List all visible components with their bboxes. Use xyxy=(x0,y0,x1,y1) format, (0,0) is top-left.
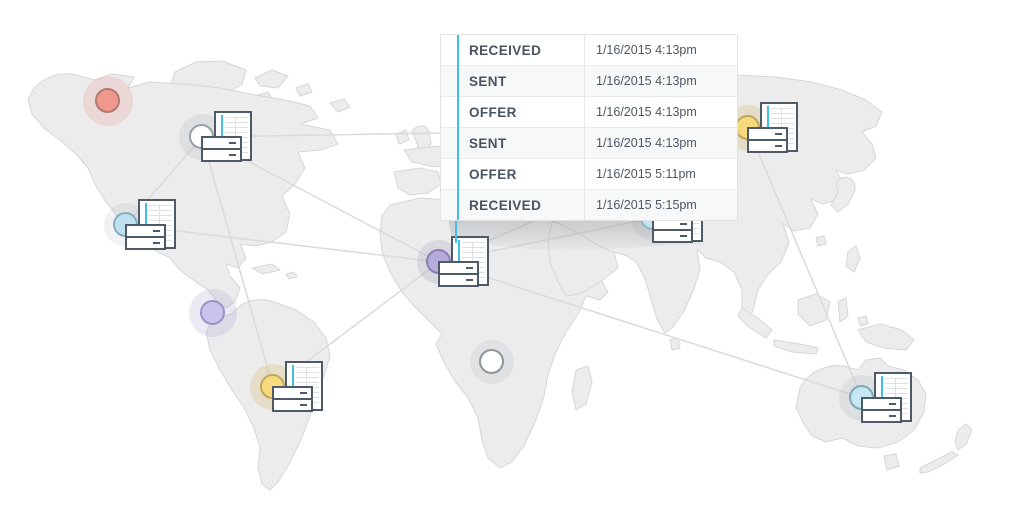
server-dash xyxy=(775,145,782,147)
event-type-label: OFFER xyxy=(469,166,517,182)
server-icon xyxy=(125,236,166,250)
server-dash xyxy=(889,403,896,405)
event-row: SENT 1/16/2015 4:13pm xyxy=(441,66,737,97)
island-madagascar xyxy=(571,365,593,411)
server-dash xyxy=(300,392,307,394)
event-type-label: RECEIVED xyxy=(469,197,542,213)
server-dash xyxy=(153,230,160,232)
event-timestamp: 1/16/2015 4:13pm xyxy=(584,66,737,96)
server-dash xyxy=(466,267,473,269)
event-timestamp: 1/16/2015 4:13pm xyxy=(584,97,737,127)
event-timestamp: 1/16/2015 5:15pm xyxy=(584,190,737,220)
server-dash xyxy=(300,404,307,406)
node-circle xyxy=(95,88,120,113)
popup-accent-line xyxy=(457,35,459,220)
event-type-label: OFFER xyxy=(469,104,517,120)
server-dash xyxy=(889,415,896,417)
connection-line xyxy=(438,261,863,399)
server-icon xyxy=(272,398,313,412)
connection-line xyxy=(747,127,863,399)
event-row: RECEIVED 1/16/2015 4:13pm xyxy=(441,35,737,66)
event-type-label: SENT xyxy=(469,73,507,89)
server-dash xyxy=(680,223,687,225)
server-icon xyxy=(747,139,788,153)
event-timestamp: 1/16/2015 4:13pm xyxy=(584,35,737,65)
islands-new-zealand xyxy=(919,423,973,474)
connection-line xyxy=(125,224,440,263)
server-dash xyxy=(466,279,473,281)
server-icon xyxy=(438,273,479,287)
event-type-label: RECEIVED xyxy=(469,42,542,58)
server-dash xyxy=(153,242,160,244)
event-timestamp: 1/16/2015 4:13pm xyxy=(584,128,737,158)
region-iberia xyxy=(393,167,442,196)
event-timestamp: 1/16/2015 5:11pm xyxy=(584,159,737,189)
popup-connector-line xyxy=(455,211,457,243)
server-dash xyxy=(229,142,236,144)
island-tasmania xyxy=(883,453,900,471)
event-type-label: SENT xyxy=(469,135,507,151)
node-circle xyxy=(200,300,225,325)
event-row: RECEIVED 1/16/2015 5:15pm xyxy=(441,190,737,220)
connection-line xyxy=(201,136,274,388)
islands-philippines xyxy=(815,235,861,273)
server-dash xyxy=(775,133,782,135)
island-new-guinea xyxy=(857,323,915,351)
popup-shadow xyxy=(447,212,702,252)
server-icon xyxy=(861,409,902,423)
server-dash xyxy=(229,154,236,156)
event-row: OFFER 1/16/2015 5:11pm xyxy=(441,159,737,190)
node-circle xyxy=(479,349,504,374)
server-dash xyxy=(680,235,687,237)
server-icon xyxy=(652,229,693,243)
caribbean-islands xyxy=(251,263,298,280)
island-japan xyxy=(830,176,856,213)
arctic-islands xyxy=(254,69,351,113)
event-row: SENT 1/16/2015 4:13pm xyxy=(441,128,737,159)
server-icon xyxy=(201,148,242,162)
islands-indonesia xyxy=(737,293,869,355)
event-row: OFFER 1/16/2015 4:13pm xyxy=(441,97,737,128)
